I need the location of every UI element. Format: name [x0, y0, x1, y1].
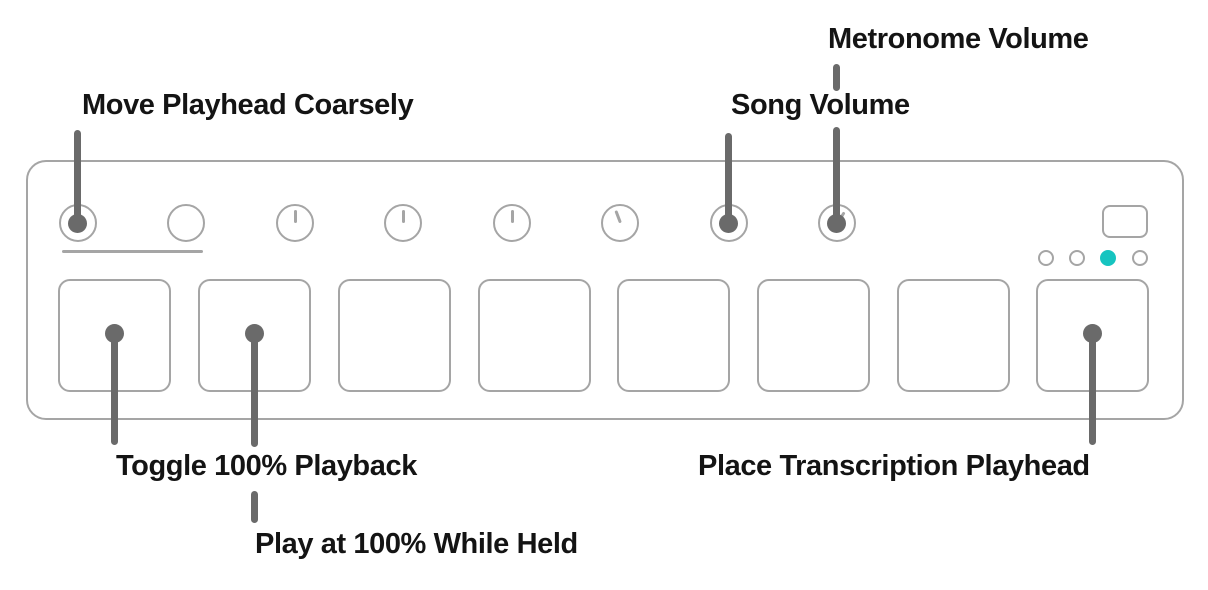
pad-4	[478, 279, 591, 392]
callout-line-place-playhead	[1089, 330, 1096, 445]
label-toggle-100-playback: Toggle 100% Playback	[116, 450, 417, 482]
callout-dot-knob-7	[719, 214, 738, 233]
pad-7	[897, 279, 1010, 392]
label-metronome-volume: Metronome Volume	[828, 23, 1089, 55]
label-play-at-100-while-held: Play at 100% While Held	[255, 528, 578, 560]
callout-dot-knob-1	[68, 214, 87, 233]
knob-tick-icon	[293, 210, 297, 223]
led-2	[1069, 250, 1085, 266]
led-3	[1100, 250, 1116, 266]
callout-line-play-held-upper	[251, 330, 258, 447]
knob-tick-icon	[613, 210, 622, 224]
callout-line-metronome-upper	[833, 64, 840, 91]
knob-4	[384, 204, 422, 242]
label-move-playhead-coarsely: Move Playhead Coarsely	[82, 89, 414, 121]
knob-6	[601, 204, 639, 242]
label-song-volume: Song Volume	[731, 89, 910, 121]
callout-dot-pad-1	[105, 324, 124, 343]
function-button	[1102, 205, 1148, 238]
pad-3	[338, 279, 451, 392]
pad-6	[757, 279, 870, 392]
callout-line-toggle-playback	[111, 330, 118, 445]
led-1	[1038, 250, 1054, 266]
led-4	[1132, 250, 1148, 266]
knob-5	[493, 204, 531, 242]
callout-line-move-playhead	[74, 130, 81, 224]
knob-3	[276, 204, 314, 242]
label-place-transcription-playhead: Place Transcription Playhead	[698, 450, 1090, 482]
callout-dot-pad-8	[1083, 324, 1102, 343]
knob-tick-icon	[510, 210, 514, 223]
callout-dot-pad-2	[245, 324, 264, 343]
pad-5	[617, 279, 730, 392]
callout-dot-knob-8	[827, 214, 846, 233]
knob-group-underline	[62, 250, 203, 253]
knob-tick-icon	[401, 210, 405, 223]
callout-line-metronome-lower	[833, 127, 840, 224]
callout-line-song-volume	[725, 133, 732, 224]
callout-line-play-held-lower	[251, 491, 258, 523]
knob-2	[167, 204, 205, 242]
